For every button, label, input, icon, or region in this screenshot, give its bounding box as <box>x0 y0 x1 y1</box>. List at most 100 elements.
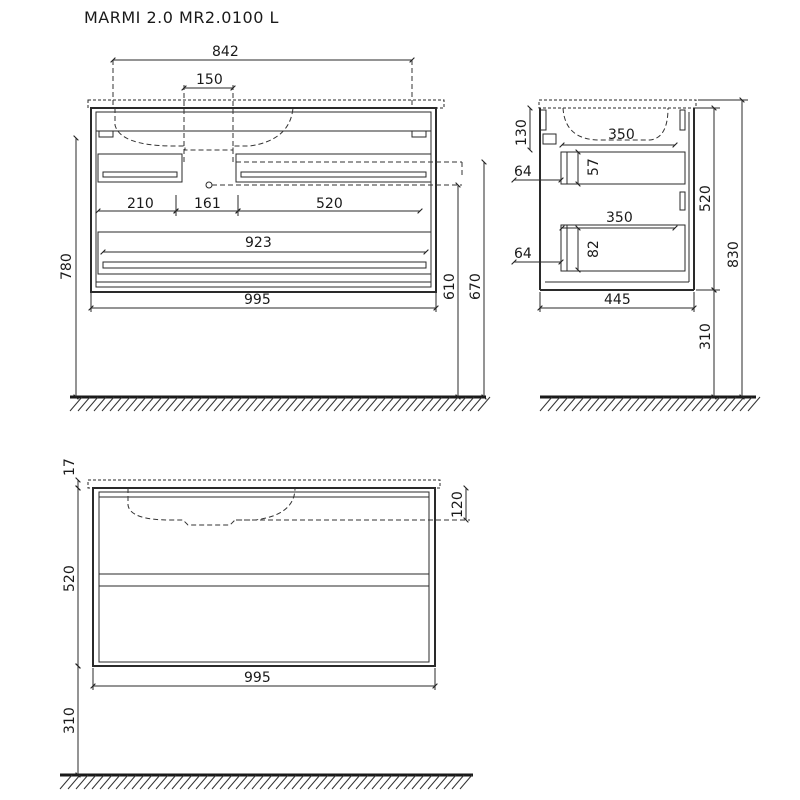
hatch-line <box>245 396 259 412</box>
hatch-line <box>579 396 593 412</box>
hatch-line <box>221 396 235 412</box>
dim-drawer-width-3: 520 <box>316 196 343 212</box>
hatch-line <box>69 396 83 412</box>
hatch-line <box>611 396 625 412</box>
hatch-line <box>405 396 419 412</box>
front-cabinet-outline <box>90 107 437 293</box>
hatch-line <box>341 396 355 412</box>
hatch-line <box>427 774 441 790</box>
hatch-line <box>251 774 265 790</box>
hatch-line <box>189 396 203 412</box>
hatch-line <box>157 396 171 412</box>
hatch-line <box>267 774 281 790</box>
hatch-line <box>627 396 641 412</box>
hatch-line <box>317 396 331 412</box>
hatch-line <box>651 396 665 412</box>
hatch-line <box>93 396 107 412</box>
hatch-line <box>371 774 385 790</box>
page-title: MARMI 2.0 MR2.0100 L <box>84 8 279 27</box>
dim-drawer1-offset: 64 <box>514 164 532 180</box>
hatch-line <box>571 396 585 412</box>
dim-drawer-width-2: 161 <box>194 196 221 212</box>
hatch-line <box>459 774 473 790</box>
hatch-line <box>213 396 227 412</box>
hatch-line <box>291 774 305 790</box>
hatch-line <box>413 396 427 412</box>
hatch-line <box>437 396 451 412</box>
side-view: 130 350 64 57 350 64 82 445 520 310 <box>511 97 761 412</box>
dim-pipe-offset: 150 <box>196 72 223 88</box>
hatch-line <box>699 396 713 412</box>
hatch-line <box>171 774 185 790</box>
hatch-line <box>555 396 569 412</box>
hatch-line <box>131 774 145 790</box>
dim-inner-width: 923 <box>245 235 272 251</box>
hatch-line <box>381 396 395 412</box>
hatch-line <box>235 774 249 790</box>
hatch-line <box>395 774 409 790</box>
hatch-line <box>453 396 467 412</box>
dim-height-610: 610 <box>442 273 458 300</box>
hatch-line <box>91 774 105 790</box>
hatch-line <box>203 774 217 790</box>
hatch-line <box>253 396 267 412</box>
dim-drawer-width-1: 210 <box>127 196 154 212</box>
hatch-line <box>139 774 153 790</box>
hatch-line <box>155 774 169 790</box>
hatch-line <box>101 396 115 412</box>
hatch-line <box>357 396 371 412</box>
hatch-line <box>363 774 377 790</box>
hatch-line <box>387 774 401 790</box>
dim-floor-height: 310 <box>62 707 78 734</box>
hatch-line <box>347 774 361 790</box>
hatch-line <box>469 396 483 412</box>
hatch-line <box>659 396 673 412</box>
dim-drawer1-height: 57 <box>586 158 602 176</box>
floor-hatch-back <box>59 773 473 790</box>
hatch-line <box>333 396 347 412</box>
hatch-line <box>173 396 187 412</box>
hatch-line <box>149 396 163 412</box>
hatch-line <box>747 396 761 412</box>
hatch-line <box>323 774 337 790</box>
hatch-line <box>163 774 177 790</box>
floor-hatch-front <box>69 395 491 412</box>
hatch-line <box>683 396 697 412</box>
hatch-line <box>277 396 291 412</box>
hatch-line <box>227 774 241 790</box>
dim-top-thickness: 17 <box>62 458 78 476</box>
hatch-line <box>691 396 705 412</box>
hatch-line <box>435 774 449 790</box>
hatch-line <box>205 396 219 412</box>
hatch-line <box>419 774 433 790</box>
hatch-line <box>643 396 657 412</box>
hatch-line <box>373 396 387 412</box>
hatch-line <box>261 396 275 412</box>
hatch-line <box>421 396 435 412</box>
hatch-line <box>195 774 209 790</box>
hatch-line <box>123 774 137 790</box>
hatch-line <box>211 774 225 790</box>
floor-hatch-side <box>539 395 761 412</box>
hatch-line <box>125 396 139 412</box>
hatch-line <box>365 396 379 412</box>
hatch-line <box>547 396 561 412</box>
hatch-line <box>275 774 289 790</box>
hatch-line <box>707 396 721 412</box>
hatch-line <box>739 396 753 412</box>
hatch-line <box>99 774 113 790</box>
hatch-line <box>109 396 123 412</box>
hatch-line <box>539 396 553 412</box>
hatch-line <box>339 774 353 790</box>
hatch-line <box>243 774 257 790</box>
hatch-line <box>315 774 329 790</box>
hatch-line <box>667 396 681 412</box>
dim-drawer2-height: 82 <box>586 240 602 258</box>
dim-leg-height: 310 <box>698 323 714 350</box>
hatch-line <box>309 396 323 412</box>
dim-back-body-height: 520 <box>62 565 78 592</box>
hatch-line <box>715 396 729 412</box>
hatch-line <box>477 396 491 412</box>
hatch-line <box>117 396 131 412</box>
